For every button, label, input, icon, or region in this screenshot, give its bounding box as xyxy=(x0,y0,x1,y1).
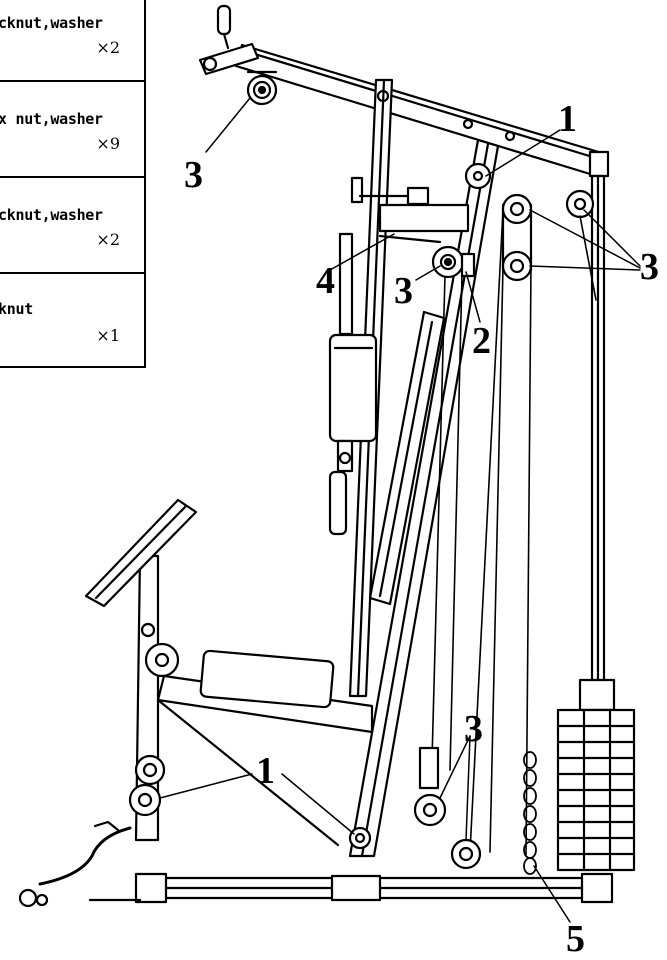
ankle-cable xyxy=(18,820,132,908)
top-left-pulley xyxy=(246,70,278,106)
legend-quantity: ×9 xyxy=(96,134,120,153)
chain xyxy=(523,751,537,875)
legend-quantity: ×2 xyxy=(96,38,120,57)
legend-row: cknut,washer ×2 xyxy=(0,178,144,274)
legend-row: x nut,washer ×9 xyxy=(0,82,144,178)
legend-description: x nut,washer xyxy=(0,110,103,128)
seat-post xyxy=(84,498,198,842)
callout-top-left-pulley: 3 xyxy=(184,154,203,196)
guide-rod xyxy=(590,174,606,683)
back-pad xyxy=(368,310,446,606)
hardware-legend-table: cknut,washer ×2 x nut,washer ×9 cknut,wa… xyxy=(0,0,146,368)
callout-base-frame: 1 xyxy=(256,750,275,792)
legend-row: cknut,washer ×2 xyxy=(0,0,144,82)
callout-top-right-pulleys: 3 xyxy=(640,246,659,288)
legend-row: knut ×1 xyxy=(0,274,144,368)
bracket xyxy=(350,176,470,244)
legend-quantity: ×1 xyxy=(96,326,120,345)
callout-mid-pulley: 3 xyxy=(394,270,413,312)
base-rail xyxy=(88,872,614,904)
top-handle xyxy=(198,4,260,76)
lower-pulleys xyxy=(348,746,482,870)
callout-bottom-pulleys: 3 xyxy=(464,708,483,750)
mid-pulley xyxy=(431,245,476,279)
legend-description: knut xyxy=(0,300,33,318)
legend-description: cknut,washer xyxy=(0,14,103,32)
legend-description: cknut,washer xyxy=(0,206,103,224)
callout-cable-guide: 2 xyxy=(472,320,491,362)
weight-stack xyxy=(556,678,636,872)
leader-lines xyxy=(159,97,641,923)
callout-top-frame: 1 xyxy=(558,98,577,140)
cables xyxy=(431,209,597,856)
top-boom xyxy=(234,43,610,179)
seat-frame xyxy=(156,649,374,847)
callout-chain: 5 xyxy=(566,918,585,960)
legend-quantity: ×2 xyxy=(96,230,120,249)
callout-bracket: 4 xyxy=(316,260,335,302)
